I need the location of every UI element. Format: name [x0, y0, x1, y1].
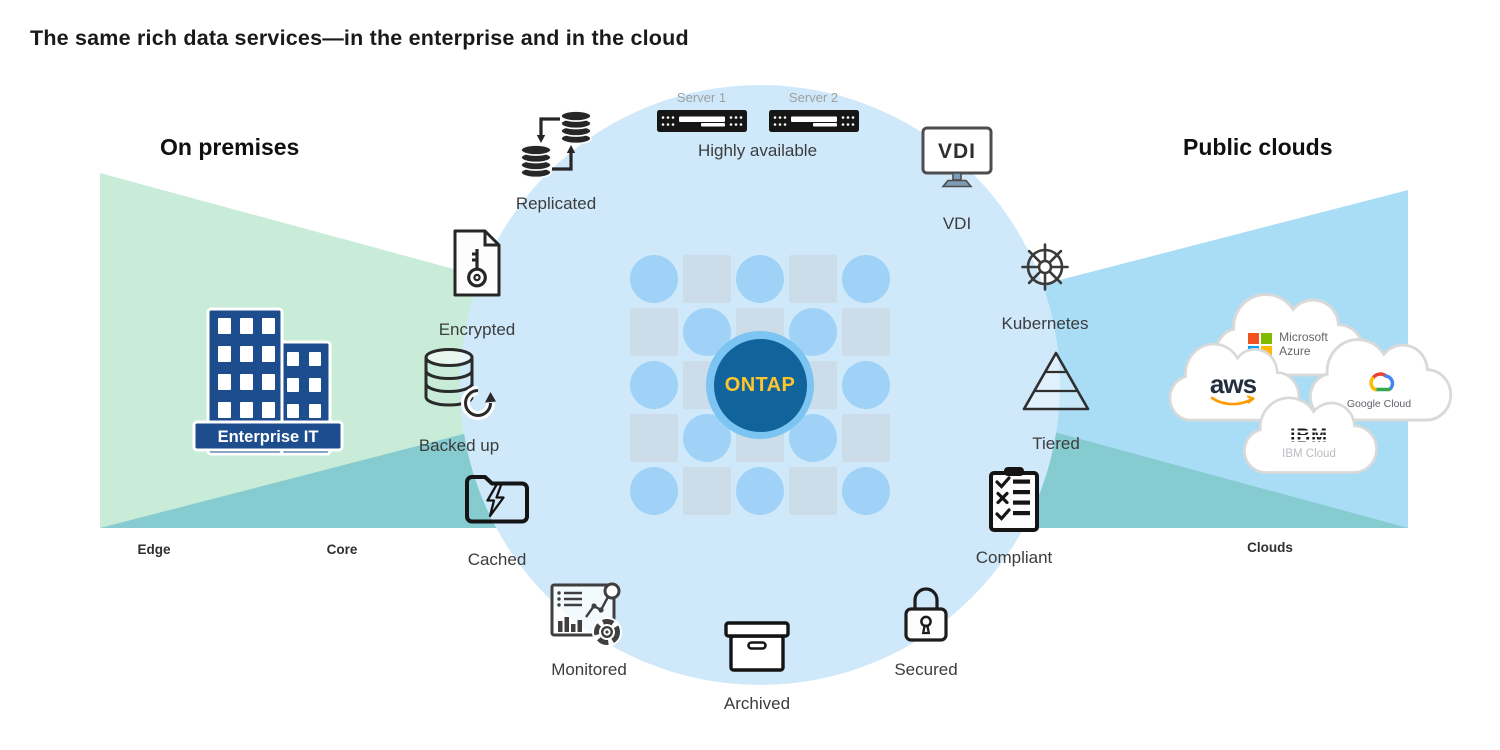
- checker-circle: [736, 255, 784, 303]
- checker-circle: [630, 467, 678, 515]
- checker-circle: [736, 467, 784, 515]
- monitored-label: Monitored: [551, 660, 627, 679]
- google-cloud: Google Cloud: [1295, 331, 1463, 439]
- server1-label: Server 1: [676, 90, 727, 105]
- service-cached: Cached: [427, 468, 567, 570]
- zone-label-core: Core: [326, 542, 358, 557]
- checker-square: [630, 414, 678, 462]
- cloud-shape: [1168, 342, 1301, 422]
- aws-logo-text: aws: [1209, 369, 1257, 400]
- service-secured: Secured: [856, 580, 996, 680]
- service-kubernetes: Kubernetes: [975, 234, 1115, 334]
- azure-label-line1: Microsoft: [1279, 330, 1328, 345]
- service-tiered: Tiered: [986, 350, 1126, 454]
- aws-smile-icon: [1210, 395, 1255, 406]
- checker-square: [683, 255, 731, 303]
- encrypted-label: Encrypted: [438, 320, 516, 339]
- checker-square: [842, 308, 890, 356]
- checker-square: [789, 467, 837, 515]
- checker-circle: [630, 255, 678, 303]
- checker-square: [842, 414, 890, 462]
- service-encrypted: Encrypted: [407, 228, 547, 340]
- server2-label: Server 2: [788, 90, 839, 105]
- checkerboard-pattern: [630, 255, 890, 515]
- checker-circle: [842, 255, 890, 303]
- ontap-label: ONTAP: [724, 373, 796, 396]
- zone-label-clouds: Clouds: [1247, 540, 1293, 555]
- service-replicated: Replicated: [486, 104, 626, 214]
- archived-box-icon: [724, 621, 790, 672]
- checker-square: [789, 255, 837, 303]
- backed-up-label: Backed up: [418, 436, 500, 455]
- kubernetes-label: Kubernetes: [1001, 314, 1089, 333]
- enterprise-it-label: Enterprise IT: [218, 428, 319, 446]
- service-vdi: VDI VDI: [887, 126, 1027, 234]
- compliant-label: Compliant: [975, 548, 1053, 567]
- on-premises-heading: On premises: [160, 134, 300, 160]
- page-title: The same rich data services—in the enter…: [30, 26, 689, 50]
- service-highly-available: Server 1 Server 2: [635, 90, 880, 161]
- backed-up-database-icon: [424, 348, 496, 420]
- google-cloud-label: Google Cloud: [1346, 397, 1412, 410]
- compliant-checklist-icon: [989, 467, 1039, 532]
- building-icon: Enterprise IT: [192, 307, 344, 456]
- ibm-cloud-label: IBM Cloud: [1282, 448, 1336, 460]
- service-archived: Archived: [687, 620, 827, 714]
- service-backed-up: Backed up: [389, 344, 529, 456]
- checker-square: [630, 308, 678, 356]
- replicated-icon: [520, 110, 592, 179]
- checker-circle: [842, 467, 890, 515]
- checker-circle: [630, 361, 678, 409]
- vdi-monitor-icon: VDI: [921, 126, 993, 188]
- cached-label: Cached: [467, 550, 527, 569]
- tiered-pyramid-icon: [1022, 351, 1090, 411]
- kubernetes-wheel-icon: [1021, 243, 1069, 291]
- monitored-dashboard-icon: [550, 582, 622, 647]
- server-icon: [656, 110, 747, 132]
- checker-circle: [842, 361, 890, 409]
- secured-padlock-icon: [904, 587, 948, 642]
- ibm-cloud: IBM IBM Cloud: [1230, 390, 1388, 490]
- cloud-shape: [1308, 338, 1453, 422]
- ibm-logo: IBM: [1282, 426, 1336, 446]
- checker-square: [683, 467, 731, 515]
- server-icon: [768, 110, 859, 132]
- ontap-badge-inner: ONTAP: [713, 338, 807, 432]
- service-monitored: Monitored: [519, 576, 659, 680]
- replicated-label: Replicated: [515, 194, 597, 213]
- aws-cloud: aws: [1156, 336, 1310, 438]
- service-compliant: Compliant: [944, 464, 1084, 568]
- zone-label-edge: Edge: [137, 542, 171, 557]
- vdi-screen-text: VDI: [938, 140, 976, 163]
- enterprise-it-building: Enterprise IT: [192, 304, 344, 471]
- secured-label: Secured: [894, 660, 958, 679]
- azure-label-line2: Azure: [1279, 344, 1311, 358]
- highly-available-label: Highly available: [697, 141, 818, 160]
- vdi-label: VDI: [942, 214, 972, 233]
- google-cloud-icon: [1369, 371, 1395, 391]
- encrypted-key-document-icon: [453, 229, 501, 297]
- cached-folder-icon: [465, 475, 529, 524]
- tiered-label: Tiered: [1032, 434, 1080, 453]
- archived-label: Archived: [723, 694, 791, 713]
- public-clouds-heading: Public clouds: [1183, 134, 1333, 160]
- ontap-badge: ONTAP: [706, 331, 814, 439]
